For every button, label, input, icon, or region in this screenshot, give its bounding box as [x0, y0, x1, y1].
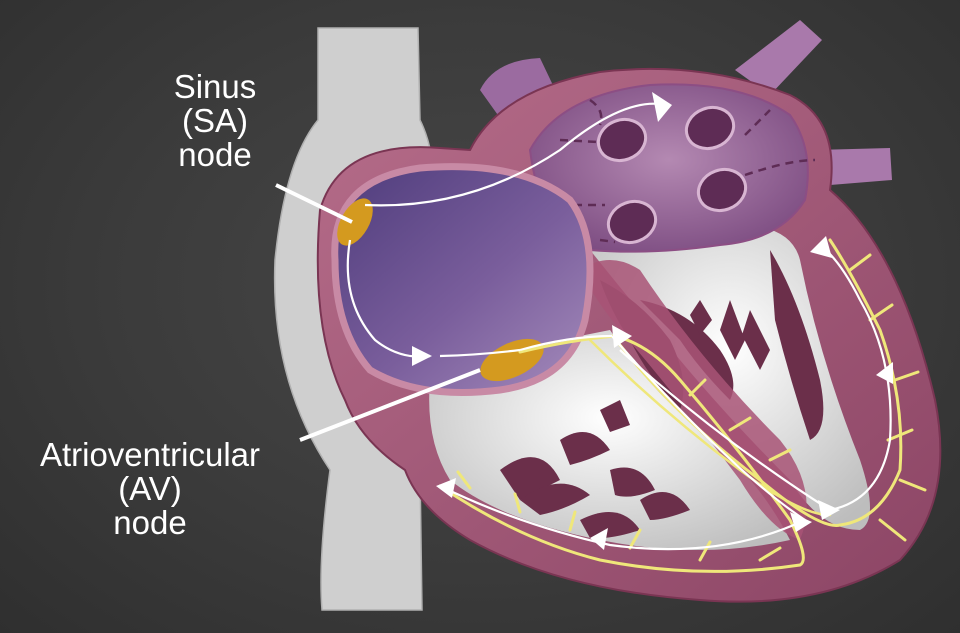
av-node-label: Atrioventricular (AV) node — [0, 438, 300, 540]
sa-node-label: Sinus (SA) node — [150, 70, 280, 172]
right-atrium — [335, 167, 590, 393]
